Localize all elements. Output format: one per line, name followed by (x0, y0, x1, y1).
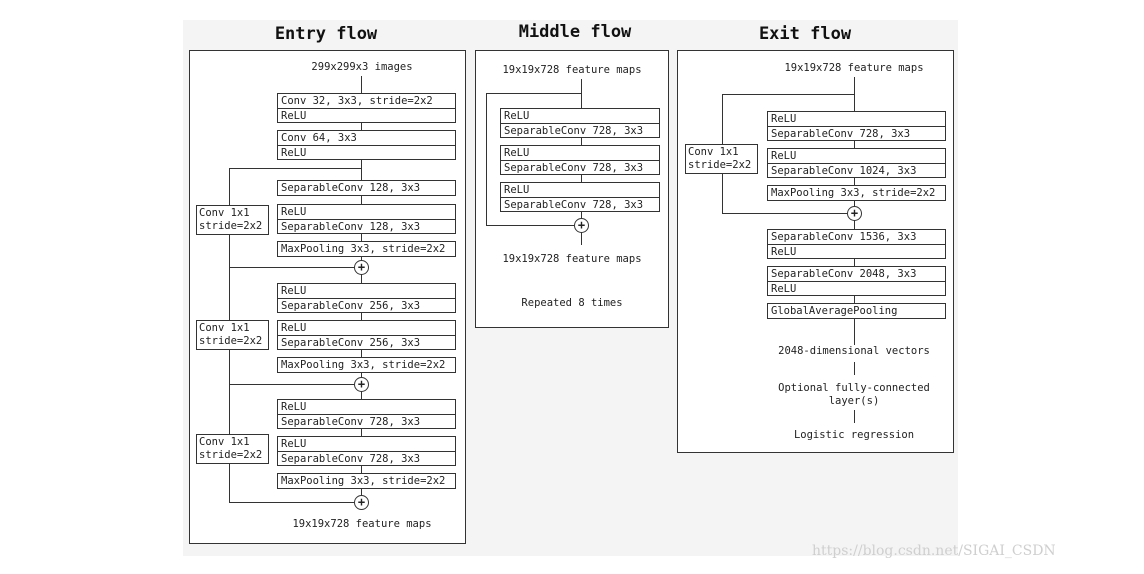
entry-skip-1-top (229, 168, 362, 170)
exit-vectors-label: 2048-dimensional vectors (778, 345, 930, 357)
entry-block-11-line-1: MaxPooling 3x3, stride=2x2 (281, 475, 446, 487)
entry-block-6: ReLU SeparableConv 256, 3x3 (277, 283, 456, 313)
entry-block-1-line-1: Conv 32, 3x3, stride=2x2 (281, 95, 433, 107)
entry-block-9-line-1: ReLU (281, 401, 307, 413)
entry-block-3-line-1: SeparableConv 128, 3x3 (281, 182, 421, 194)
exit-block-5: SeparableConv 2048, 3x3 ReLU (767, 266, 946, 296)
entry-block-4: ReLU SeparableConv 128, 3x3 (277, 204, 456, 234)
entry-block-2: Conv 64, 3x3 ReLU (277, 130, 456, 160)
entry-shortcut-1-line-1: Conv 1x1 (199, 207, 250, 219)
middle-block-2-line-2: SeparableConv 728, 3x3 (501, 160, 659, 174)
entry-shortcut-1: Conv 1x1 stride=2x2 (196, 205, 269, 235)
exit-link-2 (854, 410, 856, 423)
exit-block-4-line-1: SeparableConv 1536, 3x3 (771, 231, 917, 243)
exit-block-1-line-2: SeparableConv 728, 3x3 (768, 126, 945, 140)
exit-block-2-line-2: SeparableConv 1024, 3x3 (768, 163, 945, 177)
exit-block-3-line-1: MaxPooling 3x3, stride=2x2 (771, 187, 936, 199)
exit-skip-bottom (722, 213, 847, 215)
entry-output-label: 19x19x728 feature maps (292, 518, 432, 530)
entry-shortcut-3: Conv 1x1 stride=2x2 (196, 434, 269, 464)
entry-shortcut-3-line-2: stride=2x2 (199, 449, 263, 461)
entry-shortcut-3-line-1: Conv 1x1 (199, 436, 250, 448)
middle-block-1-line-2: SeparableConv 728, 3x3 (501, 123, 659, 137)
entry-skip-1-bottom (229, 267, 354, 269)
exit-fc-label-line-2: layer(s) (828, 395, 880, 407)
entry-block-6-line-1: ReLU (281, 285, 307, 297)
middle-block-2: ReLU SeparableConv 728, 3x3 (500, 145, 660, 175)
entry-block-9-line-2: SeparableConv 728, 3x3 (278, 414, 455, 428)
entry-block-8: MaxPooling 3x3, stride=2x2 (277, 357, 456, 373)
exit-fc-label-line-1: Optional fully-connected (778, 382, 930, 394)
entry-block-9: ReLU SeparableConv 728, 3x3 (277, 399, 456, 429)
middle-repeat-label: Repeated 8 times (521, 297, 623, 309)
entry-shortcut-1-line-2: stride=2x2 (199, 220, 263, 232)
entry-block-2-line-2: ReLU (278, 145, 455, 159)
entry-block-4-line-1: ReLU (281, 206, 307, 218)
entry-block-5-line-1: MaxPooling 3x3, stride=2x2 (281, 243, 446, 255)
entry-input-label: 299x299x3 images (311, 61, 413, 73)
middle-skip-top (486, 93, 582, 95)
exit-block-3: MaxPooling 3x3, stride=2x2 (767, 185, 946, 201)
entry-skip-2-bottom (229, 384, 354, 386)
exit-block-4: SeparableConv 1536, 3x3 ReLU (767, 229, 946, 259)
watermark: https://blog.csdn.net/SIGAI_CSDN (812, 543, 1056, 559)
entry-block-7-line-1: ReLU (281, 322, 307, 334)
entry-block-5: MaxPooling 3x3, stride=2x2 (277, 241, 456, 257)
exit-shortcut: Conv 1x1 stride=2x2 (685, 144, 758, 174)
entry-block-1-line-2: ReLU (278, 108, 455, 122)
entry-flow-title: Entry flow (274, 24, 378, 44)
entry-block-4-line-2: SeparableConv 128, 3x3 (278, 219, 455, 233)
middle-block-3-line-1: ReLU (504, 184, 530, 196)
exit-block-2: ReLU SeparableConv 1024, 3x3 (767, 148, 946, 178)
entry-block-10: ReLU SeparableConv 728, 3x3 (277, 436, 456, 466)
middle-skip-left (486, 93, 488, 226)
entry-block-8-line-1: MaxPooling 3x3, stride=2x2 (281, 359, 446, 371)
exit-input-label: 19x19x728 feature maps (784, 62, 924, 74)
entry-block-7: ReLU SeparableConv 256, 3x3 (277, 320, 456, 350)
entry-shortcut-2-line-1: Conv 1x1 (199, 322, 250, 334)
entry-block-1: Conv 32, 3x3, stride=2x2 ReLU (277, 93, 456, 123)
middle-block-2-line-1: ReLU (504, 147, 530, 159)
entry-block-3: SeparableConv 128, 3x3 (277, 180, 456, 196)
exit-skip-top (722, 94, 855, 96)
middle-input-label: 19x19x728 feature maps (502, 64, 642, 76)
exit-add-icon: + (847, 206, 862, 221)
entry-shortcut-2-line-2: stride=2x2 (199, 335, 263, 347)
entry-block-10-line-2: SeparableConv 728, 3x3 (278, 451, 455, 465)
entry-add-3-icon: + (354, 495, 369, 510)
entry-shortcut-2: Conv 1x1 stride=2x2 (196, 320, 269, 350)
entry-add-1-icon: + (354, 260, 369, 275)
middle-block-1-line-1: ReLU (504, 110, 530, 122)
exit-logistic-label: Logistic regression (793, 429, 915, 441)
entry-skip-3-bottom (229, 502, 354, 504)
exit-block-2-line-1: ReLU (771, 150, 797, 162)
middle-output-label: 19x19x728 feature maps (502, 253, 642, 265)
entry-block-10-line-1: ReLU (281, 438, 307, 450)
exit-block-5-line-2: ReLU (768, 281, 945, 295)
middle-flow-title: Middle flow (518, 22, 632, 42)
entry-block-2-line-1: Conv 64, 3x3 (281, 132, 357, 144)
entry-add-2-icon: + (354, 377, 369, 392)
middle-skip-bottom (486, 225, 574, 227)
entry-block-6-line-2: SeparableConv 256, 3x3 (278, 298, 455, 312)
entry-block-11: MaxPooling 3x3, stride=2x2 (277, 473, 456, 489)
middle-block-3: ReLU SeparableConv 728, 3x3 (500, 182, 660, 212)
entry-block-7-line-2: SeparableConv 256, 3x3 (278, 335, 455, 349)
exit-block-6-line-1: GlobalAveragePooling (771, 305, 898, 317)
middle-add-icon: + (574, 218, 589, 233)
exit-block-1: ReLU SeparableConv 728, 3x3 (767, 111, 946, 141)
exit-flow-title: Exit flow (758, 24, 852, 44)
exit-block-1-line-1: ReLU (771, 113, 797, 125)
exit-shortcut-line-1: Conv 1x1 (688, 146, 739, 158)
exit-link-1 (854, 362, 856, 375)
exit-block-4-line-2: ReLU (768, 244, 945, 258)
middle-block-3-line-2: SeparableConv 728, 3x3 (501, 197, 659, 211)
middle-block-1: ReLU SeparableConv 728, 3x3 (500, 108, 660, 138)
exit-block-6: GlobalAveragePooling (767, 303, 946, 319)
exit-block-5-line-1: SeparableConv 2048, 3x3 (771, 268, 917, 280)
exit-shortcut-line-2: stride=2x2 (688, 159, 752, 171)
